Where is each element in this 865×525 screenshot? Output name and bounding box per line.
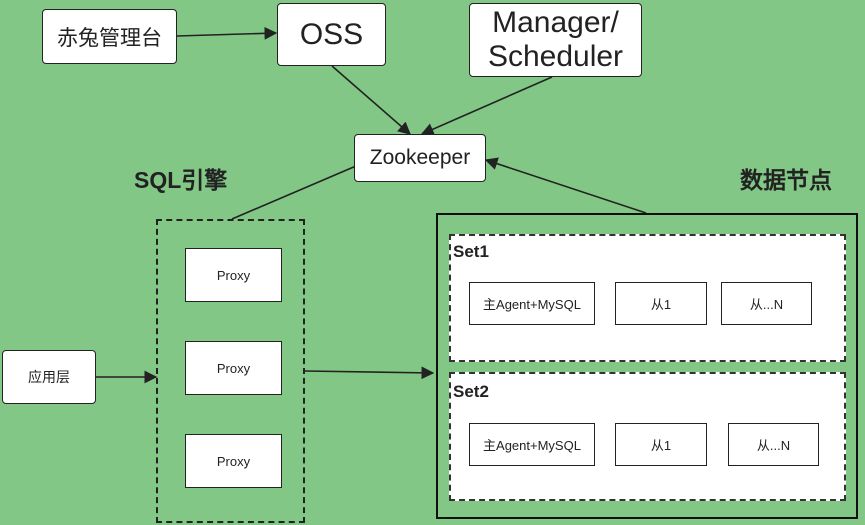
edge-datanodes-zookeeper (484, 157, 647, 214)
proxy-label-3: Proxy (216, 453, 251, 469)
set2-master-node: 主Agent+MySQL (469, 423, 595, 466)
zookeeper-node: Zookeeper (354, 134, 486, 182)
app-layer-label: 应用层 (28, 369, 70, 385)
set2-slaveN-label: 从...N (756, 438, 791, 453)
data-nodes-container (436, 213, 858, 519)
oss-label: OSS (299, 17, 364, 51)
set1-slave1-node: 从1 (615, 282, 707, 325)
proxy-node-1: Proxy (185, 248, 282, 302)
sql-engine-container (156, 219, 305, 523)
manager-scheduler-label: Manager/ Scheduler (487, 6, 624, 73)
set1-master-label: 主Agent+MySQL (483, 297, 581, 312)
set1-slave1-label: 从1 (650, 297, 672, 312)
edge-oss-zookeeper (331, 65, 411, 135)
edge-manager-zookeeper (420, 76, 553, 136)
data-nodes-label: 数据节点 (740, 167, 832, 193)
edge-chitu-oss (176, 26, 278, 40)
chitu-console-label: 赤兔管理台 (57, 26, 162, 50)
set1-slaveN-node: 从...N (721, 282, 812, 325)
set1-master-node: 主Agent+MySQL (469, 282, 595, 325)
set1-slaveN-label: 从...N (749, 297, 784, 312)
proxy-label-1: Proxy (216, 267, 251, 283)
set2-master-label: 主Agent+MySQL (483, 438, 581, 453)
proxy-node-2: Proxy (185, 341, 282, 395)
app-layer-node: 应用层 (2, 350, 96, 404)
oss-node: OSS (277, 3, 386, 66)
chitu-console-node: 赤兔管理台 (42, 9, 177, 64)
sql-engine-label: SQL引擎 (134, 167, 228, 193)
set2-title: Set2 (453, 382, 489, 401)
edge-proxy-datanodes (304, 366, 435, 380)
proxy-label-2: Proxy (216, 360, 251, 376)
proxy-node-3: Proxy (185, 434, 282, 488)
set2-slave1-node: 从1 (615, 423, 707, 466)
manager-scheduler-node: Manager/ Scheduler (469, 3, 642, 77)
set2-slave1-label: 从1 (650, 438, 672, 453)
zookeeper-label: Zookeeper (369, 146, 471, 169)
edge-sqlengine-zookeeper (231, 158, 372, 220)
set2-slaveN-node: 从...N (728, 423, 819, 466)
set1-title: Set1 (453, 242, 489, 261)
